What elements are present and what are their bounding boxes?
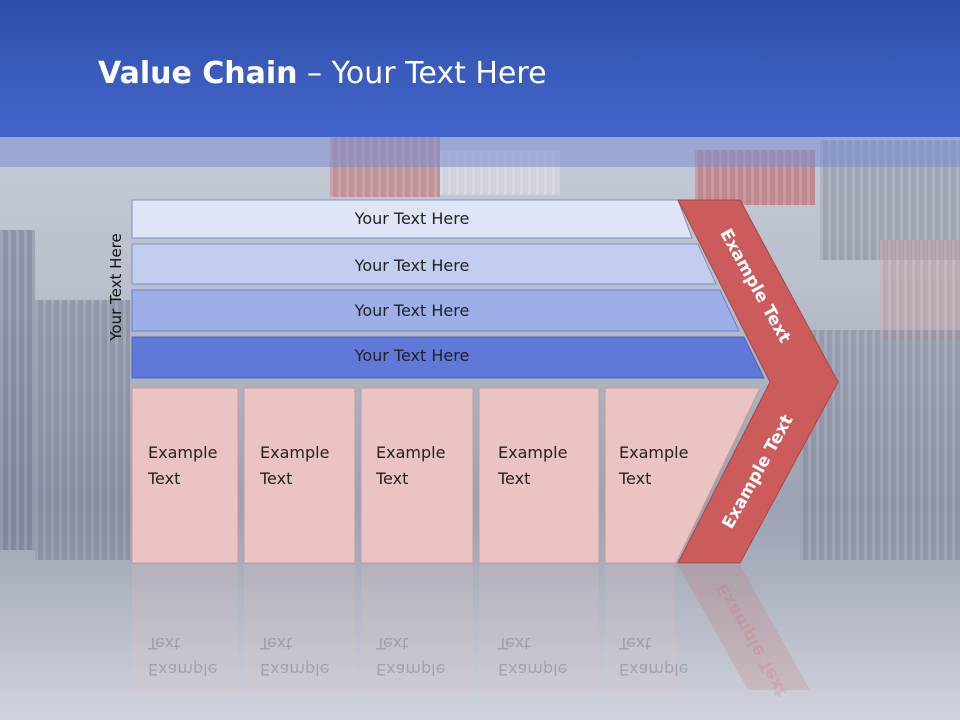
box-line1: Example [148,443,218,462]
activity-box-3 [360,387,474,564]
box-line1: Example [260,443,330,462]
box-line2: Text [148,469,181,488]
container-stack [35,300,130,560]
reflection-line1: Example [376,660,446,679]
reflection-line1: Example [148,660,218,679]
activity-box-1 [131,387,239,564]
reflection-line1: Example [619,660,689,679]
chevron-arrow [677,199,839,564]
box-reflection-4: Example Text [498,630,567,682]
box-line1: Example [498,443,568,462]
reflection-line1: Example [498,660,568,679]
row-band-1 [131,199,693,239]
box-line2: Text [260,469,293,488]
box-line2: Text [498,469,531,488]
box-line2: Text [619,469,652,488]
reflection-box-5 [605,565,675,695]
title-rest: – Your Text Here [297,56,547,91]
row-label-2: Your Text Here [354,256,470,275]
reflection-box-1 [132,565,238,695]
activity-box-2 [243,387,356,564]
reflection-line2: Text [619,634,652,653]
reflection-box-3 [361,565,473,695]
box-reflection-3: Example Text [376,630,445,682]
activity-box-5 [604,387,761,564]
reflection [132,565,810,695]
row-band-3 [131,289,740,332]
header-bar [0,0,960,137]
box-line1: Example [376,443,446,462]
box-reflection-1: Example Text [148,630,217,682]
row-label-1: Your Text Here [354,209,470,228]
container-stack [0,230,35,550]
water-surface [0,560,960,720]
container-stack [880,240,960,340]
box-line1: Example [619,443,689,462]
reflection-line2: Text [376,634,409,653]
title-bold: Value Chain [98,56,298,91]
reflection-line2: Text [498,634,531,653]
reflection-line2: Text [260,634,293,653]
reflection-box-4 [479,565,599,695]
row-label-4: Your Text Here [354,346,470,365]
page-title: Value Chain – Your Text Here [98,56,547,91]
header-strip [0,137,960,167]
box-line2: Text [376,469,409,488]
box-reflection-5: Example Text [619,630,688,682]
row-label-3: Your Text Here [354,301,470,320]
activity-box-4 [478,387,600,564]
box-reflection-2: Example Text [260,630,329,682]
row-band-2 [131,243,717,285]
reflection-box-2 [244,565,355,695]
reflection-line2: Text [148,634,181,653]
reflection-line1: Example [260,660,330,679]
row-band-4 [131,336,765,379]
reflection-arrow [678,565,810,690]
